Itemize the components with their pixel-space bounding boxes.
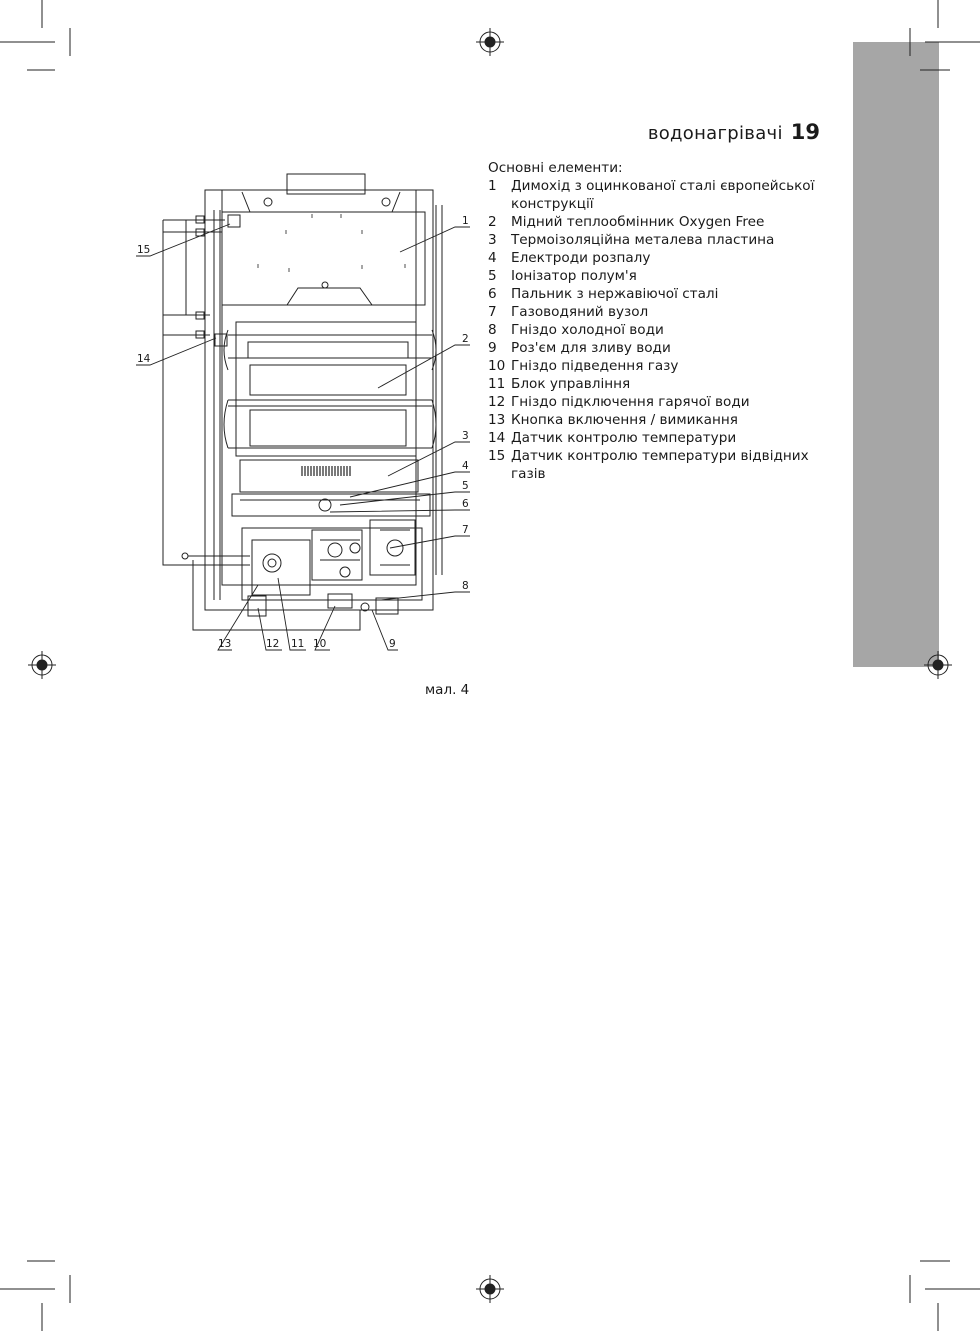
list-item: 7 Газоводяний вузол — [488, 303, 828, 321]
callout-5: 5 — [462, 480, 469, 492]
callout-12: 12 — [266, 638, 279, 650]
list-heading: Основні елементи: — [488, 160, 623, 176]
callout-10: 10 — [313, 638, 326, 650]
callout-6: 6 — [462, 498, 469, 510]
registration-mark-icon — [924, 651, 952, 679]
item-number: 3 — [488, 232, 497, 248]
item-number: 9 — [488, 340, 497, 356]
item-number: 6 — [488, 286, 497, 302]
item-number: 10 — [488, 358, 506, 374]
item-text: Роз'єм для зливу води — [511, 340, 671, 356]
item-number: 13 — [488, 412, 506, 428]
item-text: Датчик контролю температури — [511, 430, 737, 446]
page-number: 19 — [790, 120, 820, 144]
item-number: 8 — [488, 322, 497, 338]
element-list: 1 Димохід з оцинкованої сталі європейсько… — [488, 177, 828, 483]
item-text: Гніздо підключення гарячої води — [511, 394, 750, 410]
item-number: 11 — [488, 376, 506, 392]
section-title: водонагрівачі — [647, 123, 783, 144]
list-item: 5 Іонізатор полум'я — [488, 267, 828, 285]
item-text: Гніздо підведення газу — [511, 358, 679, 374]
item-number: 5 — [488, 268, 497, 284]
item-text: Мідний теплообмінник Oxygen Free — [511, 214, 765, 230]
item-number: 1 — [488, 178, 497, 194]
callout-14: 14 — [137, 353, 151, 365]
side-gray-tab — [853, 42, 939, 667]
item-number: 7 — [488, 304, 497, 320]
list-item: 3 Термоізоляційна металева пластина — [488, 231, 828, 249]
callout-8: 8 — [462, 580, 469, 592]
list-item: 1 Димохід з оцинкованої сталі європейсько… — [488, 177, 828, 213]
item-text: Кнопка включення / вимикання — [511, 412, 738, 428]
item-number: 2 — [488, 214, 497, 230]
registration-mark-icon — [28, 651, 56, 679]
callout-11: 11 — [291, 638, 304, 650]
list-item: 13 Кнопка включення / вимикання — [488, 411, 828, 429]
item-text: Блок управління — [511, 376, 631, 392]
item-text: Димохід з оцинкованої сталі європейської… — [511, 178, 815, 212]
callout-7: 7 — [462, 524, 469, 536]
callout-2: 2 — [462, 333, 469, 345]
registration-mark-icon — [476, 1275, 504, 1303]
item-number: 12 — [488, 394, 506, 410]
list-item: 15 Датчик контролю температури відвідних … — [488, 447, 828, 483]
callout-3: 3 — [462, 430, 469, 442]
item-text: Датчик контролю температури відвідних га… — [511, 448, 809, 482]
item-text: Термоізоляційна металева пластина — [511, 232, 775, 248]
list-item: 14 Датчик контролю температури — [488, 429, 828, 447]
list-item: 6 Пальник з нержавіючої сталі — [488, 285, 828, 303]
item-number: 4 — [488, 250, 497, 266]
page-header: водонагрівачі 19 — [648, 120, 820, 144]
callout-leaders — [136, 223, 470, 651]
item-number: 15 — [488, 448, 506, 464]
figure-caption: мал. 4 — [425, 682, 470, 698]
callout-15: 15 — [137, 244, 150, 256]
main-elements-list: Основні елементи: 1 Димохід з оцинкованої… — [488, 159, 828, 483]
item-text: Пальник з нержавіючої сталі — [511, 286, 719, 302]
callout-4: 4 — [462, 460, 469, 472]
item-text: Іонізатор полум'я — [511, 268, 637, 284]
list-item: 2 Мідний теплообмінник Oxygen Free — [488, 213, 828, 231]
list-item: 11 Блок управління — [488, 375, 828, 393]
callout-9: 9 — [389, 638, 396, 650]
callout-labels: 1 2 3 4 5 6 7 8 9 10 11 12 13 14 15 — [137, 215, 469, 650]
list-item: 8 Гніздо холодної води — [488, 321, 828, 339]
water-heater-diagram — [162, 173, 443, 631]
callout-1: 1 — [462, 215, 469, 227]
item-number: 14 — [488, 430, 506, 446]
item-text: Газоводяний вузол — [511, 304, 649, 320]
callout-13: 13 — [218, 638, 231, 650]
item-text: Електроди розпалу — [511, 250, 651, 266]
list-item: 9 Роз'єм для зливу води — [488, 339, 828, 357]
list-item: 12 Гніздо підключення гарячої води — [488, 393, 828, 411]
registration-mark-icon — [476, 28, 504, 56]
list-item: 4 Електроди розпалу — [488, 249, 828, 267]
list-item: 10 Гніздо підведення газу — [488, 357, 828, 375]
item-text: Гніздо холодної води — [511, 322, 664, 338]
